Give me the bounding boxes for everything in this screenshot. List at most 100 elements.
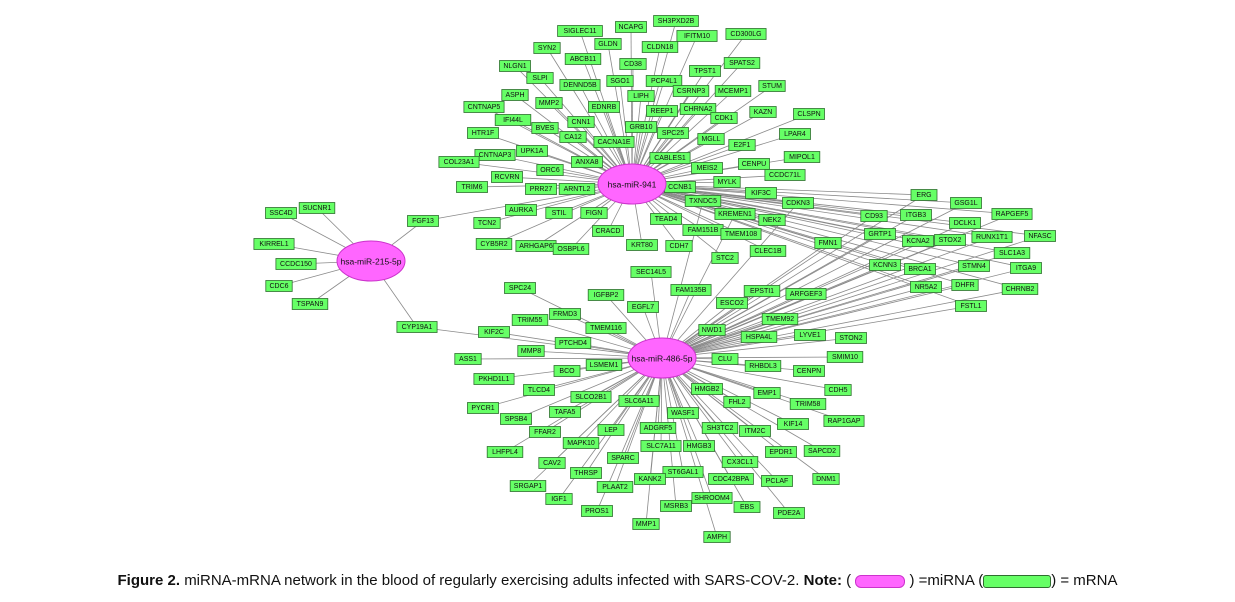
- mrna-node-dhfr: DHFR: [951, 279, 979, 291]
- mrna-node-upk1a: UPK1A: [516, 145, 548, 157]
- mrna-node-box: [570, 467, 602, 479]
- mrna-node-box: [738, 158, 770, 170]
- mrna-legend-swatch: [983, 574, 1052, 588]
- mrna-node-pclaf: PCLAF: [761, 475, 793, 487]
- mrna-node-clspn: CLSPN: [793, 108, 825, 120]
- mrna-node-label: TEAD4: [655, 216, 678, 223]
- mrna-node-mmp1: MMP1: [632, 518, 660, 530]
- mrna-node-box: [860, 210, 888, 222]
- mrna-node-label: BVES: [536, 125, 555, 132]
- mrna-node-box: [467, 402, 499, 414]
- mrna-node-label: SSC4D: [269, 210, 292, 217]
- mrna-node-label: CCDC71L: [769, 172, 801, 179]
- mrna-node-dclk1: DCLK1: [949, 217, 981, 229]
- mrna-node-esco2: ESCO2: [716, 297, 748, 309]
- mrna-node-fstl1: FSTL1: [955, 300, 987, 312]
- mrna-node-trim58: TRIM58: [789, 398, 827, 410]
- mrna-node-brca1: BRCA1: [904, 263, 936, 275]
- mrna-node-spsb4: SPSB4: [500, 413, 532, 425]
- mrna-node-box: [703, 531, 731, 543]
- mrna-node-clec1b: CLEC1B: [749, 245, 787, 257]
- mrna-node-box: [559, 131, 587, 143]
- mrna-node-label: TPST1: [694, 68, 716, 75]
- mrna-node-krt80: KRT80: [626, 239, 658, 251]
- mrna-node-label: KIF14: [784, 421, 803, 428]
- edge-fgf13-m941: [422, 183, 633, 222]
- edge-shroom4-m486: [661, 357, 713, 499]
- mrna-node-label: SPATS2: [729, 60, 755, 67]
- mrna-node-box: [902, 235, 934, 247]
- mrna-node-sparc: SPARC: [607, 452, 639, 464]
- mrna-node-box: [773, 507, 805, 519]
- mrna-node-itm2c: ITM2C: [739, 425, 771, 437]
- mrna-node-cdc42bpa: CDC42BPA: [708, 473, 754, 485]
- mrna-node-kremen1: KREMEN1: [714, 208, 756, 220]
- mrna-node-ifi44l: IFI44L: [494, 114, 532, 126]
- mrna-node-fam151b: FAM151B: [682, 224, 724, 236]
- mrna-node-label: STMN4: [962, 263, 986, 270]
- mrna-node-reep1: REEP1: [646, 105, 678, 117]
- mrna-node-box: [667, 407, 699, 419]
- mrna-node-box: [456, 181, 488, 193]
- mrna-node-label: CCDC150: [280, 261, 312, 268]
- mrna-node-label: TRIM6: [462, 184, 483, 191]
- mrna-node-box: [777, 418, 809, 430]
- mrna-node-box: [662, 466, 704, 478]
- mrna-node-label: ASPH: [505, 92, 524, 99]
- mrna-node-box: [971, 231, 1013, 243]
- mrna-node-box: [494, 114, 532, 126]
- mrna-node-nfasc: NFASC: [1024, 230, 1056, 242]
- mrna-legend-text: ) = mRNA: [1051, 572, 1118, 589]
- mrna-node-box: [639, 422, 677, 434]
- mrna-node-runx1t1: RUNX1T1: [971, 231, 1013, 243]
- mrna-node-igfbp2: IGFBP2: [587, 289, 625, 301]
- mrna-node-box: [298, 202, 336, 214]
- mrna-node-label: IGF1: [551, 496, 567, 503]
- mrna-node-label: SHROOM4: [694, 495, 730, 502]
- mrna-node-label: STOX2: [939, 237, 962, 244]
- mirna-node-ellipse: [597, 163, 667, 205]
- mrna-node-box: [710, 112, 738, 124]
- mrna-node-nr5a2: NR5A2: [910, 281, 942, 293]
- mrna-node-label: PLAAT2: [602, 484, 628, 491]
- mrna-node-box: [523, 384, 555, 396]
- mrna-node-box: [723, 57, 761, 69]
- mrna-node-box: [587, 289, 625, 301]
- mrna-node-label: CNTNAP5: [468, 104, 501, 111]
- mrna-node-cdc6: CDC6: [265, 280, 293, 292]
- mrna-node-amph: AMPH: [703, 531, 731, 543]
- mrna-node-cntnap3: CNTNAP3: [474, 149, 516, 161]
- mrna-node-label: MSRB3: [664, 503, 688, 510]
- mrna-node-box: [478, 326, 510, 338]
- mrna-node-box: [672, 85, 710, 97]
- mrna-node-box: [785, 288, 827, 300]
- mrna-node-label: SLCO2B1: [575, 394, 607, 401]
- mrna-node-box: [958, 260, 990, 272]
- mrna-node-box: [265, 207, 297, 219]
- mrna-node-arhgap6: ARHGAP6: [515, 240, 557, 252]
- edge-thrsp-m486: [585, 357, 663, 474]
- mrna-node-box: [396, 321, 438, 333]
- mrna-node-label: SPSB4: [505, 416, 528, 423]
- mrna-node-slpi: SLPI: [526, 72, 554, 84]
- mrna-node-box: [619, 58, 647, 70]
- mrna-node-box: [749, 245, 787, 257]
- mrna-node-sgo1: SGO1: [606, 75, 634, 87]
- mrna-node-label: TRIM55: [518, 317, 543, 324]
- mrna-node-label: KAZN: [754, 109, 773, 116]
- mrna-node-box: [552, 243, 590, 255]
- mrna-node-box: [723, 396, 751, 408]
- mrna-node-box: [955, 300, 987, 312]
- edge-clspn-m941: [631, 113, 810, 185]
- mrna-node-box: [1001, 283, 1039, 295]
- mrna-node-label: CCNB1: [668, 184, 692, 191]
- mrna-node-label: KRT80: [631, 242, 653, 249]
- mrna-node-rcvrn: RCVRN: [491, 171, 523, 183]
- mrna-node-shroom4: SHROOM4: [691, 492, 733, 504]
- mrna-node-label: GLDN: [598, 41, 617, 48]
- mrna-node-box: [536, 164, 564, 176]
- mrna-node-label: ARFGEF3: [790, 291, 822, 298]
- mrna-node-label: ABCB11: [570, 56, 596, 63]
- mrna-node-label: KIF3C: [751, 190, 771, 197]
- mrna-node-label: WASF1: [671, 410, 695, 417]
